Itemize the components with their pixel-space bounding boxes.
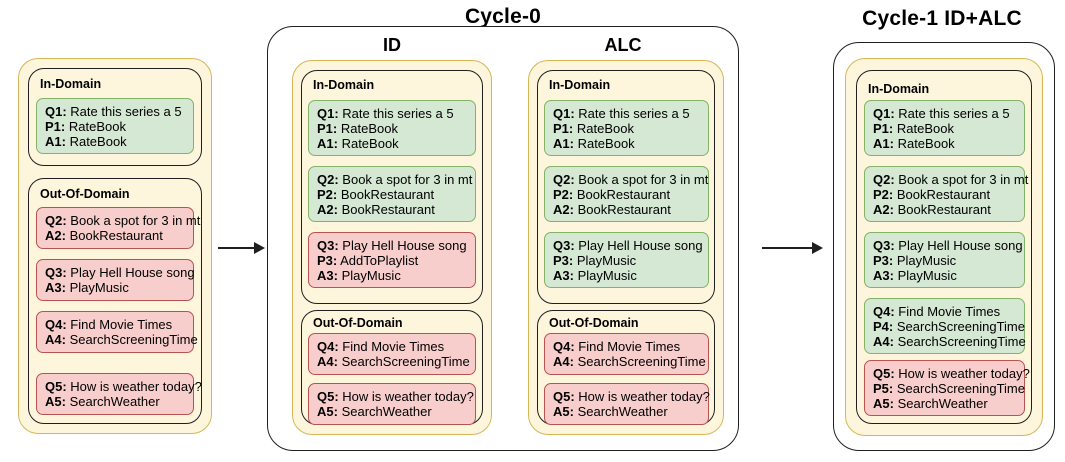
card-line: P2: BookRestaurant xyxy=(873,187,991,203)
card-line: Q4: Find Movie Times xyxy=(553,339,681,354)
cycle0-alc-title: ALC xyxy=(604,35,642,55)
cycle1-card-5: Q5: How is weather today? P5: SearchScre… xyxy=(864,360,1030,416)
card-line: P4: SearchScreeningTime xyxy=(873,319,1025,335)
left-ood-card-3: Q4: Find Movie Times A4: SearchScreening… xyxy=(36,311,198,353)
left-out-of-domain-group-box xyxy=(28,178,202,424)
left-ood-card-1: Q2: Book a spot for 3 in mt A2: BookRest… xyxy=(36,207,201,249)
card-line: P2: BookRestaurant xyxy=(553,187,671,203)
cycle1-card-3: Q3: Play Hell House song P3: PlayMusic A… xyxy=(864,232,1025,288)
cycle0-id-id-card-1: Q1: Rate this series a 5 P1: RateBook A1… xyxy=(308,100,476,156)
card-line: P5: SearchScreeningTime xyxy=(873,381,1025,397)
left-out-of-domain-label: Out-Of-Domain xyxy=(40,187,130,201)
card-line: A3: PlayMusic xyxy=(553,268,637,284)
card-line: Q1: Rate this series a 5 xyxy=(45,104,182,119)
card-line: A4: SearchScreeningTime xyxy=(45,332,198,348)
cycle1-in-domain-label: In-Domain xyxy=(868,82,930,96)
card-line: A1: RateBook xyxy=(45,134,127,150)
card-line: Q5: How is weather today? xyxy=(45,379,202,394)
card-line: A2: BookRestaurant xyxy=(45,228,163,244)
arrow-1-head xyxy=(254,241,265,254)
card-line: A3: PlayMusic xyxy=(317,268,401,284)
cycle0-alc-id-card-2: Q2: Book a spot for 3 in mt P2: BookRest… xyxy=(544,166,709,222)
card-line: A2: BookRestaurant xyxy=(553,202,671,218)
cycle1-card-1: Q1: Rate this series a 5 P1: RateBook A1… xyxy=(864,100,1025,156)
cycle0-alc-ood-card-2: Q5: How is weather today? A5: SearchWeat… xyxy=(544,383,710,425)
left-in-domain-label: In-Domain xyxy=(40,77,102,91)
card-line: Q3: Play Hell House song xyxy=(553,238,703,253)
card-line: Q1: Rate this series a 5 xyxy=(317,106,454,121)
card-line: P1: RateBook xyxy=(317,121,398,137)
cycle0-id-ood-card-1: Q4: Find Movie Times A4: SearchScreening… xyxy=(308,333,476,375)
card-line: P3: PlayMusic xyxy=(873,253,957,269)
card-line: Q4: Find Movie Times xyxy=(873,304,1001,319)
cycle0-alc-id-card-1: Q1: Rate this series a 5 P1: RateBook A1… xyxy=(544,100,709,156)
card-line: Q3: Play Hell House song xyxy=(317,238,467,253)
cycle0-id-title: ID xyxy=(383,35,401,55)
card-line: A2: BookRestaurant xyxy=(317,202,435,218)
cycle0-id-ood-card-2: Q5: How is weather today? A5: SearchWeat… xyxy=(308,383,476,425)
card-line: P1: RateBook xyxy=(553,121,634,137)
card-line: P1: RateBook xyxy=(873,121,954,137)
card-line: A1: RateBook xyxy=(553,136,635,152)
card-line: Q5: How is weather today? xyxy=(873,366,1030,381)
cycle0-alc-out-of-domain-label: Out-Of-Domain xyxy=(549,316,639,330)
card-line: P3: AddToPlaylist xyxy=(317,253,419,269)
cycle1-card-4: Q4: Find Movie Times P4: SearchScreening… xyxy=(864,298,1026,354)
arrow-1-line xyxy=(218,247,256,250)
card-line: Q4: Find Movie Times xyxy=(317,339,445,354)
card-line: P3: PlayMusic xyxy=(553,253,637,269)
card-line: P1: RateBook xyxy=(45,119,126,135)
left-in-domain-group xyxy=(28,68,202,166)
cycle1-card-2: Q2: Book a spot for 3 in mt P2: BookRest… xyxy=(864,166,1029,222)
cycle0-alc-in-domain-label: In-Domain xyxy=(549,78,611,92)
card-line: A1: RateBook xyxy=(317,136,399,152)
cycle0-id-in-domain-label: In-Domain xyxy=(313,78,375,92)
cycle1-title: Cycle-1 ID+ALC xyxy=(862,7,1022,30)
card-line: A3: PlayMusic xyxy=(45,280,129,296)
card-line: Q1: Rate this series a 5 xyxy=(873,106,1010,121)
card-line: A2: BookRestaurant xyxy=(873,202,991,218)
card-line: Q4: Find Movie Times xyxy=(45,317,173,332)
card-line: Q3: Play Hell House song xyxy=(45,265,195,280)
card-line: P2: BookRestaurant xyxy=(317,187,435,203)
card-line: Q5: How is weather today? xyxy=(317,389,474,404)
card-line: Q1: Rate this series a 5 xyxy=(553,106,690,121)
card-line: Q2: Book a spot for 3 in mt xyxy=(873,172,1029,187)
left-ood-card-2: Q3: Play Hell House song A3: PlayMusic xyxy=(36,259,195,301)
card-line: A5: SearchWeather xyxy=(553,404,668,420)
cycle0-title: Cycle-0 xyxy=(464,5,542,28)
card-line: A5: SearchWeather xyxy=(45,394,160,410)
card-line: A4: SearchScreeningTime xyxy=(553,354,706,370)
cycle0-id-id-card-3: Q3: Play Hell House song P3: AddToPlayli… xyxy=(308,232,476,288)
cycle0-id-in-domain-group xyxy=(301,70,483,304)
card-line: Q2: Book a spot for 3 in mt xyxy=(553,172,709,187)
card-line: Q5: How is weather today? xyxy=(553,389,710,404)
arrow-2-line xyxy=(762,247,814,250)
cycle0-alc-in-domain-group xyxy=(537,70,715,304)
cycle0-id-id-card-2: Q2: Book a spot for 3 in mt P2: BookRest… xyxy=(308,166,476,222)
cycle0-alc-id-card-3: Q3: Play Hell House song P3: PlayMusic A… xyxy=(544,232,709,288)
card-line: A3: PlayMusic xyxy=(873,268,957,284)
card-line: A5: SearchWeather xyxy=(317,404,432,420)
arrow-2-head xyxy=(812,241,823,254)
card-line: A5: SearchWeather xyxy=(873,396,988,412)
cycle0-id-out-of-domain-label: Out-Of-Domain xyxy=(313,316,403,330)
card-line: Q2: Book a spot for 3 in mt xyxy=(317,172,473,187)
cycle1-in-domain-group xyxy=(856,70,1032,424)
card-line: A4: SearchScreeningTime xyxy=(873,334,1026,350)
left-ood-card-4: Q5: How is weather today? A5: SearchWeat… xyxy=(36,373,202,415)
card-line: Q3: Play Hell House song xyxy=(873,238,1023,253)
left-in-domain-card-1: Q1: Rate this series a 5 P1: RateBook A1… xyxy=(36,98,194,154)
cycle0-alc-ood-card-1: Q4: Find Movie Times A4: SearchScreening… xyxy=(544,333,709,375)
card-line: Q2: Book a spot for 3 in mt xyxy=(45,213,201,228)
card-line: A4: SearchScreeningTime xyxy=(317,354,470,370)
card-line: A1: RateBook xyxy=(873,136,955,152)
